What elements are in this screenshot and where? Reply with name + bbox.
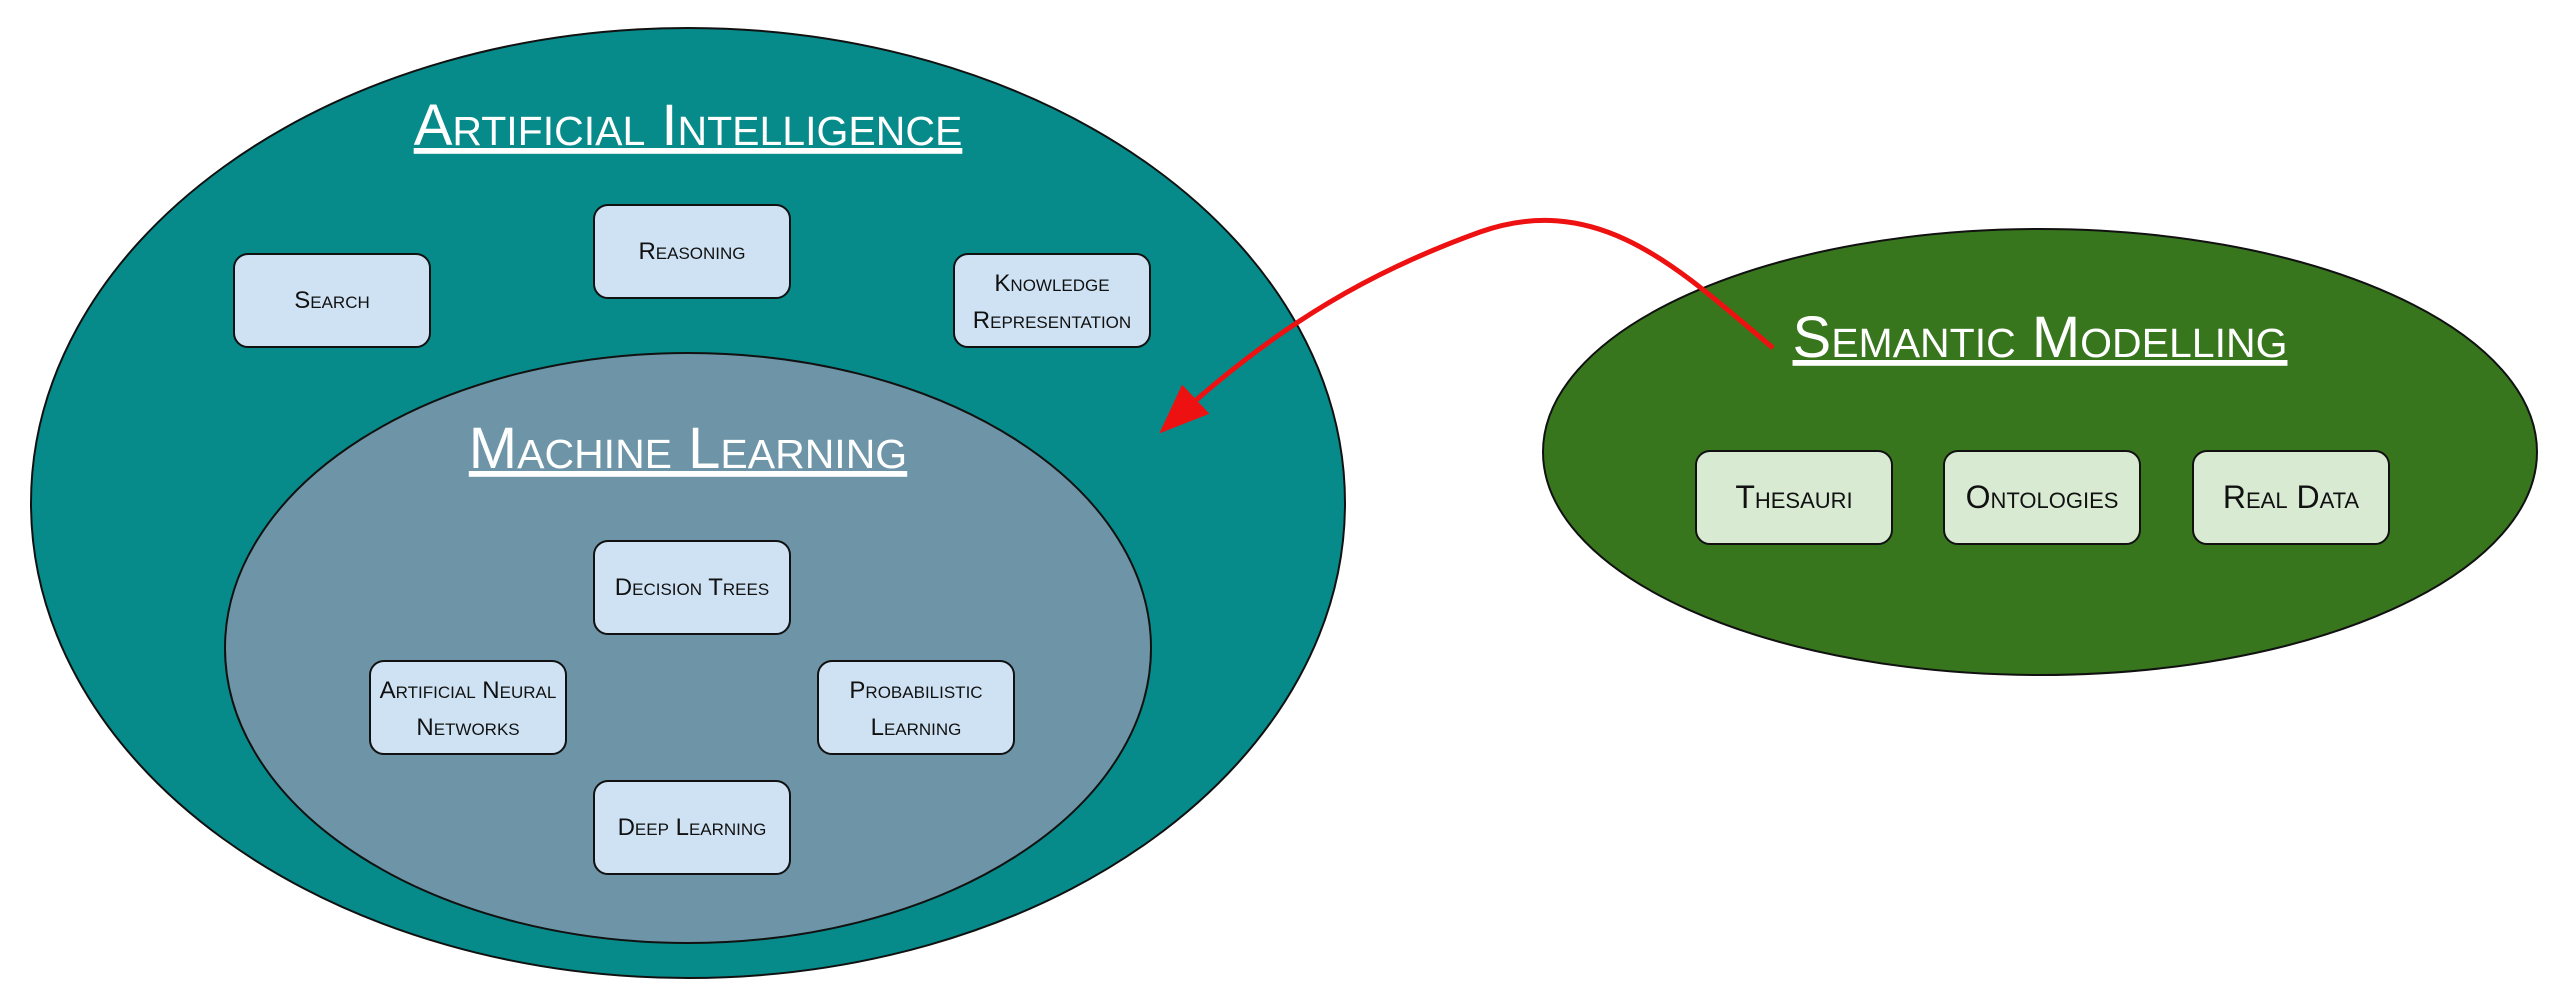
real-data-label: Real Data bbox=[2223, 479, 2360, 515]
probabilistic-learning-box bbox=[817, 660, 1015, 755]
decision-trees-label: Decision Trees bbox=[615, 574, 769, 601]
knowledge-label-line1: Knowledge bbox=[994, 270, 1109, 297]
thesauri-box bbox=[1695, 450, 1893, 545]
probabilistic-label-line2: Learning bbox=[871, 714, 962, 741]
ai-title: Artificial Intelligence bbox=[414, 93, 963, 158]
sm-title: Semantic Modelling bbox=[1793, 305, 2288, 370]
reasoning-box bbox=[593, 204, 791, 299]
deep-learning-label: Deep Learning bbox=[618, 814, 767, 841]
knowledge-representation-box bbox=[953, 253, 1151, 348]
decision-trees-box bbox=[593, 540, 791, 635]
deep-learning-box bbox=[593, 780, 791, 875]
real-data-box bbox=[2192, 450, 2390, 545]
ontologies-label: Ontologies bbox=[1966, 479, 2119, 515]
connection-arrow bbox=[1159, 217, 1775, 434]
ann-label-line2: Networks bbox=[416, 714, 519, 741]
ann-box bbox=[369, 660, 567, 755]
sm-group: Semantic Modelling Thesauri Ontologies R… bbox=[1542, 228, 2538, 676]
ml-ellipse bbox=[224, 352, 1152, 944]
ml-group: Machine Learning Decision Trees Artifici… bbox=[224, 352, 1152, 944]
search-label: Search bbox=[294, 287, 370, 314]
search-box bbox=[233, 253, 431, 348]
reasoning-label: Reasoning bbox=[638, 238, 745, 265]
ontologies-box bbox=[1943, 450, 2141, 545]
ann-label-line1: Artificial Neural bbox=[380, 677, 557, 704]
ml-title: Machine Learning bbox=[469, 416, 907, 481]
thesauri-label: Thesauri bbox=[1735, 479, 1852, 515]
probabilistic-label-line1: Probabilistic bbox=[849, 677, 982, 704]
knowledge-label-line2: Representation bbox=[973, 307, 1131, 334]
